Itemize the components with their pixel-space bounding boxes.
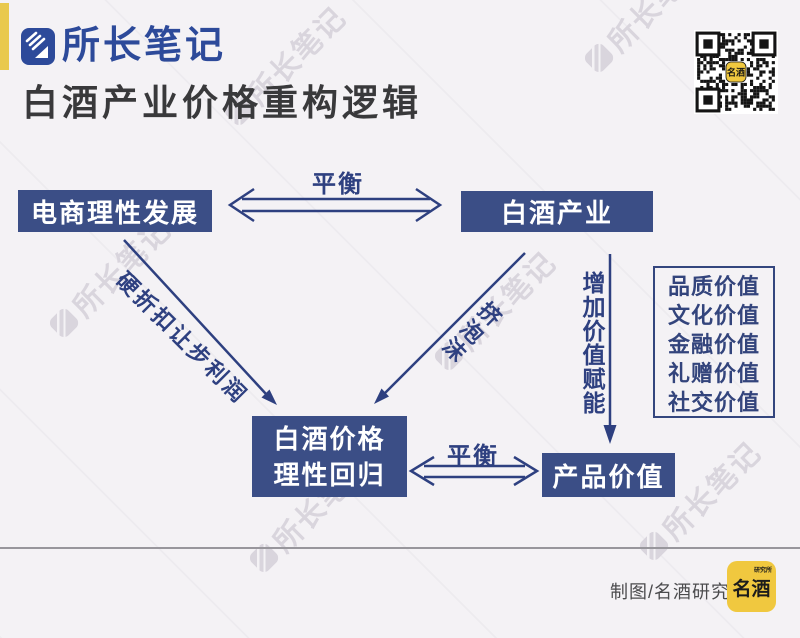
brand-pen-icon [21,27,55,65]
node-label-line1: 白酒价格 [273,423,386,454]
qr-center-label: 名酒 [727,67,745,78]
qr-code: 名酒 [694,30,778,114]
edge-label-add-value: 增加价值赋能 [579,271,605,415]
research-institute-seal: 研究所 名酒 [727,561,776,612]
brand-logo-icon [637,528,672,563]
seal-main-text: 名酒 [732,579,771,600]
node-price-rational-return: 白酒价格 理性回归 [252,416,407,497]
node-label: 产品价值 [552,461,665,492]
footer-divider [0,547,800,549]
edge-label-squeeze-bubble: 挤泡沫 [434,295,506,367]
arrow-balance-bottom-right-chevron [513,455,540,487]
arrow-balance-top-right-chevron [415,187,443,223]
value-list-box: 品质价值 文化价值 金融价值 礼赠价值 社交价值 [653,266,775,418]
node-label: 白酒产业 [500,198,613,228]
brand-logo-icon [582,40,617,75]
footer-credit: 制图/名酒研究所 [610,582,750,602]
value-item: 礼赠价值 [667,361,760,386]
arrow-add-value-head [603,425,617,444]
seal-small-text: 研究所 [753,568,772,574]
value-item: 文化价值 [667,303,760,328]
edge-label-balance-bottom: 平衡 [447,443,499,470]
edge-label-hard-discount: 硬折扣让步利润 [111,267,253,409]
brand-logo-icon [47,305,82,340]
arrow-balance-top-left-chevron [227,187,255,223]
node-baijiu-industry: 白酒产业 [461,191,653,232]
node-ecommerce-rational-development: 电商理性发展 [18,190,212,232]
accent-bar [0,3,9,70]
node-label: 电商理性发展 [30,197,199,228]
value-item: 社交价值 [667,390,760,415]
value-item: 金融价值 [667,332,760,357]
arrow-squeeze-head [374,388,389,404]
arrow-balance-bottom-left-chevron [408,455,435,487]
page-title: 白酒产业价格重构逻辑 [22,82,423,123]
node-product-value: 产品价值 [542,453,675,497]
edge-label-balance-top: 平衡 [312,171,364,198]
brand-name: 所长笔记 [62,25,227,67]
value-item: 品质价值 [667,274,760,299]
brand-header: 所长笔记 [21,26,226,66]
arrow-hard-discount-head [261,389,277,405]
node-label-line2: 理性回归 [273,459,386,490]
